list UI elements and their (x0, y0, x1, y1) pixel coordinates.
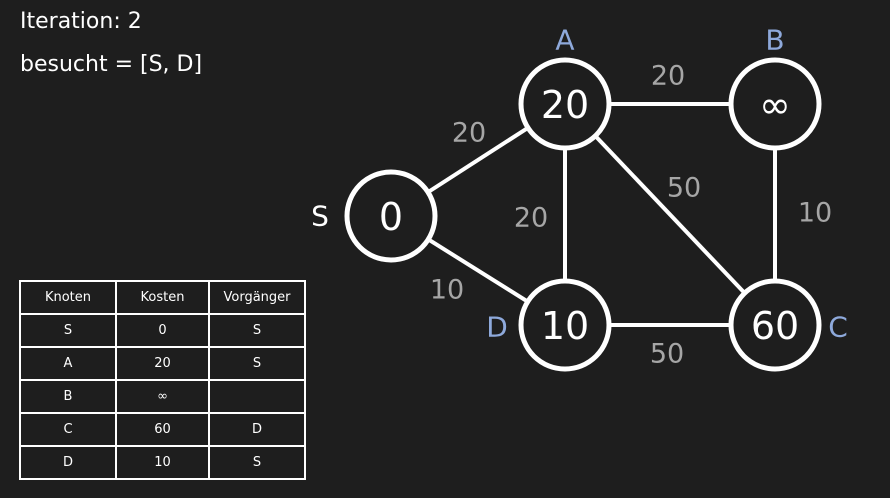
column-header-vorgaenger: Vorgänger (208, 280, 306, 315)
iteration-counter: Iteration: 2 (20, 9, 142, 34)
edge-a-c (563, 102, 777, 327)
table-cell: C (19, 412, 117, 447)
table-cell: D (208, 412, 306, 447)
table-cell: B (19, 379, 117, 414)
table-row: B ∞ (19, 379, 306, 414)
node-a (518, 57, 612, 151)
edge-weight-a-c: 50 (667, 173, 701, 204)
table-cell: S (208, 445, 306, 480)
table-cell: ∞ (115, 379, 210, 414)
column-header-knoten: Knoten (19, 280, 117, 315)
node-c-label: C (828, 311, 848, 344)
node-b-cost: ∞ (759, 83, 791, 127)
node-s-cost: 0 (379, 195, 403, 239)
table-cell: D (19, 445, 117, 480)
node-a-cost: 20 (541, 83, 589, 127)
table-cell: 0 (115, 313, 210, 348)
edge-weight-b-c: 10 (798, 198, 832, 229)
visited-list: besucht = [S, D] (20, 52, 203, 77)
table-row: C 60 D (19, 412, 306, 447)
edge-weight-d-c: 50 (650, 339, 684, 370)
table-cell (208, 379, 306, 414)
node-s (344, 169, 438, 263)
node-s-label: S (311, 200, 329, 233)
edge-weight-a-b: 20 (651, 61, 685, 92)
table-row: D 10 S (19, 445, 306, 480)
table-cell: S (19, 313, 117, 348)
table-cell: 60 (115, 412, 210, 447)
node-b (728, 57, 822, 151)
table-row: S 0 S (19, 313, 306, 348)
edge-weight-s-a: 20 (452, 118, 486, 149)
table-cell: 10 (115, 445, 210, 480)
column-header-kosten: Kosten (115, 280, 210, 315)
table-cell: S (208, 346, 306, 381)
node-d-label: D (486, 311, 508, 344)
node-d (518, 278, 612, 372)
node-c-cost: 60 (751, 304, 799, 348)
node-d-cost: 10 (541, 304, 589, 348)
node-b-label: B (765, 24, 784, 57)
table-cell: 20 (115, 346, 210, 381)
table-row: A 20 S (19, 346, 306, 381)
table-cell: S (208, 313, 306, 348)
edge-weight-a-d: 20 (514, 203, 548, 234)
node-c (728, 278, 822, 372)
cost-table: Knoten Kosten Vorgänger S 0 S A 20 S B ∞… (19, 280, 306, 480)
table-header-row: Knoten Kosten Vorgänger (19, 280, 306, 315)
node-a-label: A (555, 24, 574, 57)
table-cell: A (19, 346, 117, 381)
edge-weight-s-d: 10 (430, 275, 464, 306)
